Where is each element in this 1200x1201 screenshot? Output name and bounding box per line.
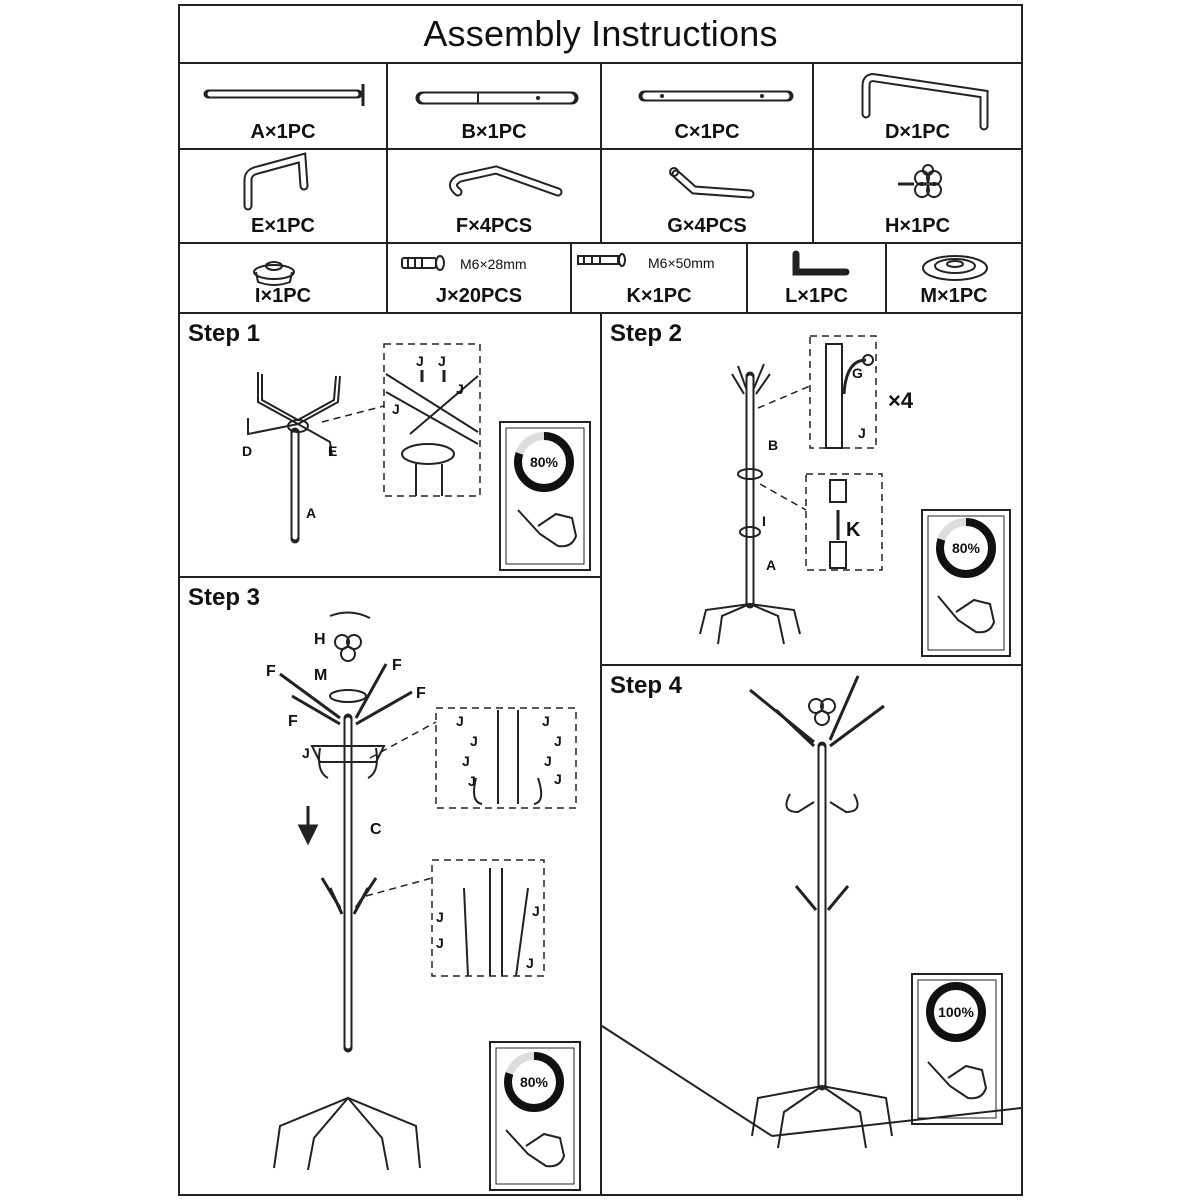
part-i: I×1PC <box>180 244 388 314</box>
svg-text:K: K <box>846 519 861 541</box>
svg-text:J: J <box>436 935 444 951</box>
part-k-size: M6×50mm <box>648 255 715 271</box>
part-e-bracket-icon <box>243 152 309 211</box>
svg-text:H: H <box>314 631 326 648</box>
svg-text:J: J <box>858 425 866 441</box>
svg-text:J: J <box>544 753 552 769</box>
svg-text:J: J <box>438 353 446 369</box>
step-4-progress: 100% <box>938 1004 974 1020</box>
hand-icon <box>937 595 996 634</box>
step-2-title: Step 2 <box>610 320 683 347</box>
svg-text:J: J <box>554 771 562 787</box>
part-l: L×1PC <box>748 244 887 314</box>
svg-text:J: J <box>436 909 444 925</box>
svg-text:C: C <box>370 821 382 838</box>
svg-text:D: D <box>242 443 252 459</box>
svg-text:A: A <box>306 505 316 521</box>
part-a-rod-icon <box>203 84 365 106</box>
svg-text:E: E <box>328 443 337 459</box>
instruction-sheet: Assembly Instructions A×1PC B×1PC C×1PC … <box>178 4 1023 1196</box>
part-a: A×1PC <box>180 64 388 150</box>
part-c: C×1PC <box>602 64 814 150</box>
part-f: F×4PCS <box>388 150 602 244</box>
page-title: Assembly Instructions <box>180 6 1021 64</box>
svg-text:J: J <box>416 353 424 369</box>
part-k-bolt-icon: M6×50mm <box>577 253 715 271</box>
svg-text:F: F <box>392 657 402 674</box>
part-h: H×1PC <box>814 150 1021 244</box>
part-c-tube-icon <box>638 90 794 102</box>
svg-text:F: F <box>416 685 426 702</box>
svg-text:J: J <box>470 733 478 749</box>
svg-text:G: G <box>852 365 863 381</box>
svg-text:J: J <box>302 745 310 761</box>
svg-text:J: J <box>392 401 400 417</box>
svg-text:J: J <box>542 713 550 729</box>
step-4-diagram: 100% <box>601 675 1022 1149</box>
svg-text:J: J <box>456 713 464 729</box>
hand-icon <box>505 1129 566 1168</box>
step-2-panel: Step 2 B I A G J ×4 K <box>602 314 1021 666</box>
step-3-title: Step 3 <box>188 584 261 611</box>
svg-text:J: J <box>456 381 464 397</box>
svg-text:B: B <box>768 437 778 453</box>
svg-text:J: J <box>526 955 534 971</box>
step-2-progress: 80% <box>952 540 981 556</box>
step-2-multiplier: ×4 <box>888 388 914 413</box>
hand-icon <box>517 509 578 548</box>
step-3-progress: 80% <box>520 1074 549 1090</box>
step-1-title: Step 1 <box>188 320 261 347</box>
part-j: M6×28mm J×20PCS <box>388 244 572 314</box>
part-g-hook-icon <box>669 167 755 199</box>
part-k: M6×50mm K×1PC <box>572 244 748 314</box>
step-4-panel: Step 4 100% <box>601 666 1022 1196</box>
svg-text:F: F <box>266 663 276 680</box>
part-m: M×1PC <box>887 244 1021 314</box>
svg-text:J: J <box>532 903 540 919</box>
part-b-tube-icon <box>415 91 579 105</box>
part-d: D×1PC <box>814 64 1021 150</box>
part-j-size: M6×28mm <box>460 256 527 272</box>
svg-text:J: J <box>468 773 476 789</box>
part-m-washer-icon <box>922 255 988 281</box>
part-i-collar-icon <box>253 261 295 286</box>
step-1-progress: 80% <box>530 454 559 470</box>
part-e: E×1PC <box>180 150 388 244</box>
part-b: B×1PC <box>388 64 602 150</box>
part-j-bolt-icon: M6×28mm <box>401 255 527 272</box>
step-2-diagram: B I A G J ×4 K 80% <box>699 335 1011 657</box>
svg-text:J: J <box>554 733 562 749</box>
svg-text:A: A <box>766 557 776 573</box>
svg-text:F: F <box>288 713 298 730</box>
part-l-allen-key-icon <box>792 250 850 276</box>
svg-text:M: M <box>314 667 327 684</box>
part-g: G×4PCS <box>602 150 814 244</box>
hand-icon <box>927 1061 988 1100</box>
step-4-title: Step 4 <box>610 672 683 699</box>
svg-text:J: J <box>462 753 470 769</box>
svg-text:I: I <box>762 513 766 529</box>
part-h-knob-icon <box>898 164 942 198</box>
part-f-arm-icon <box>449 165 563 197</box>
part-d-bracket-icon <box>861 73 989 131</box>
